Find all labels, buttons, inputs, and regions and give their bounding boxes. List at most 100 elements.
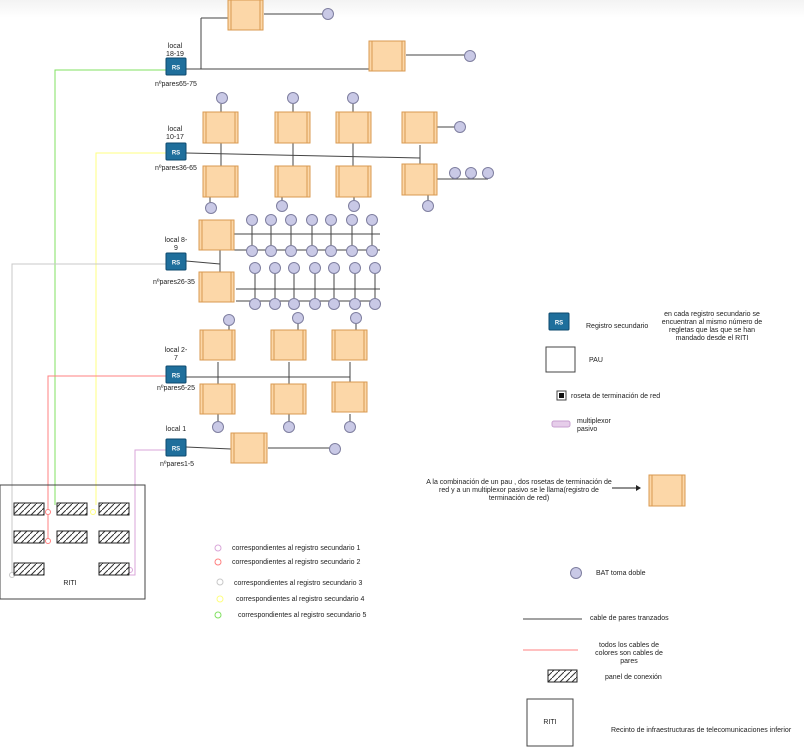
legend-riti-box-label: RITI (543, 719, 557, 726)
bat-outlet-icon (285, 245, 297, 257)
bat-outlet-icon (349, 262, 361, 274)
colored-pair-cable (95, 152, 166, 505)
legend-rs-text: Registro secundario (586, 323, 649, 330)
bat-outlet-icon (223, 314, 235, 326)
bat-outlet-icon (287, 92, 299, 104)
legend-arrow-head (636, 485, 641, 491)
bat-outlet-icon (454, 121, 466, 133)
bat-outlet-icon (269, 298, 281, 310)
pau-box (198, 219, 235, 251)
secondary-register-label: RS (555, 321, 563, 327)
floor-pares-label: nºpares36-65 (155, 165, 197, 172)
bat-outlet-icon (276, 200, 288, 212)
bat-outlet-icon (246, 245, 258, 257)
connection-panel (13, 530, 45, 544)
panel-terminal (90, 509, 96, 515)
bat-outlet-icon (347, 92, 359, 104)
cable-legend-text: correspondientes al registro secundario … (238, 612, 367, 619)
secondary-register-icon (548, 312, 570, 331)
bat-outlet-icon (306, 245, 318, 257)
legend-riti-desc: Recinto de infraestructuras de telecomun… (611, 727, 792, 734)
floor-pares-label: nºpares65-75 (155, 81, 197, 88)
cable-legend-marker (214, 611, 222, 619)
floor-local-label: local 8- 9 (164, 237, 188, 252)
legend-panel-icon (547, 669, 578, 683)
pau-box (648, 474, 686, 507)
bat-outlet-icon (249, 262, 261, 274)
pau-box (335, 111, 372, 144)
bat-outlet-icon (350, 312, 362, 324)
bat-outlet-icon (369, 262, 381, 274)
floor-pares-label: nºpares26-35 (153, 279, 195, 286)
bat-outlet-icon (328, 262, 340, 274)
bat-outlet-icon (366, 245, 378, 257)
connection-panel (13, 502, 45, 516)
pau-box (335, 165, 372, 198)
secondary-register-icon (165, 142, 187, 161)
pau-box (270, 329, 307, 361)
legend-rs-note: en cada registro secundario se encuentra… (661, 311, 763, 342)
pau-box (230, 432, 268, 464)
bat-outlet-icon (309, 298, 321, 310)
bat-outlet-icon (346, 214, 358, 226)
floor-local-label: local 10-17 (166, 126, 184, 141)
legend-combo-note: A la combinación de un pau , dos rosetas… (426, 479, 612, 502)
bat-outlet-icon (422, 200, 434, 212)
bat-outlet-icon (349, 298, 361, 310)
bat-outlet-icon (325, 214, 337, 226)
secondary-register-label: RS (172, 66, 180, 72)
bat-outlet-icon (346, 245, 358, 257)
bat-outlet-icon (328, 298, 340, 310)
bat-outlet-icon (265, 245, 277, 257)
bat-outlet-icon (322, 8, 334, 20)
pau-box (331, 329, 368, 361)
canvas-top-bar (0, 0, 804, 18)
floor-local-label: local 18-19 (166, 43, 184, 58)
bat-outlet-icon (465, 167, 477, 179)
riti-box (0, 484, 146, 600)
secondary-register-icon (165, 365, 187, 384)
legend-roseta-text: roseta de terminación de red (571, 393, 661, 400)
connection-panel (56, 530, 88, 544)
secondary-register-label: RS (172, 447, 180, 453)
twisted-pair-cable (185, 446, 232, 450)
colored-pair-cable (130, 449, 166, 576)
bat-outlet-icon (348, 200, 360, 212)
bat-outlet-icon (464, 50, 476, 62)
connection-panel (13, 562, 45, 576)
legend-cable-text: cable de pares tranzados (590, 615, 669, 622)
pau-box (227, 0, 264, 31)
pau-box (202, 111, 239, 144)
bat-outlet-icon (246, 214, 258, 226)
bat-outlet-icon (216, 92, 228, 104)
cable-legend-text: correspondientes al registro secundario … (234, 580, 363, 587)
cable-legend-text: correspondientes al registro secundario … (236, 596, 365, 603)
floor-local-label: local 2- 7 (164, 347, 188, 362)
bat-outlet-icon (344, 421, 356, 433)
bat-outlet-icon (292, 312, 304, 324)
secondary-register-icon (165, 438, 187, 457)
pau-box (401, 111, 438, 144)
legend-mux-icon (551, 420, 571, 428)
connection-panel (98, 530, 130, 544)
legend-colored-text: todos los cables de colores son cables d… (595, 642, 663, 665)
legend-mux-text: multiplexor pasivo (577, 418, 611, 433)
pau-box (199, 329, 236, 361)
panel-terminal (45, 538, 51, 544)
panel-terminal (45, 509, 51, 515)
secondary-register-label: RS (172, 374, 180, 380)
cable-legend-text: correspondientes al registro secundario … (232, 559, 361, 566)
pau-box (274, 165, 311, 198)
bat-outlet-icon (285, 214, 297, 226)
riti-label: RITI (63, 580, 77, 587)
bat-outlet-icon (366, 214, 378, 226)
connection-panel (98, 502, 130, 516)
colored-pair-cable (54, 69, 166, 505)
cable-legend-marker (214, 544, 222, 552)
colored-pair-cable (11, 263, 166, 575)
cable-legend-marker (216, 578, 224, 586)
secondary-register-icon (165, 252, 187, 271)
bat-outlet-icon (205, 202, 217, 214)
bat-outlet-icon (369, 298, 381, 310)
